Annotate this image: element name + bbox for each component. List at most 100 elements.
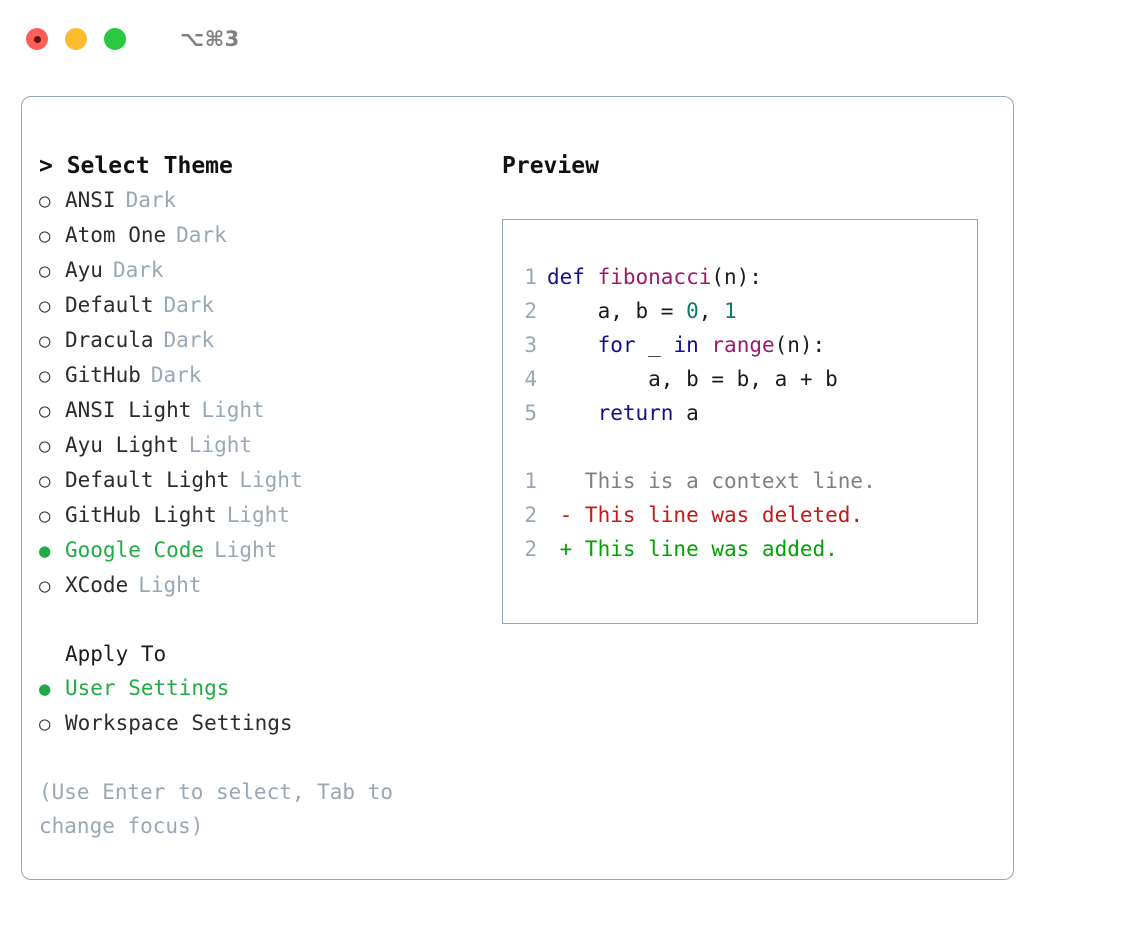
theme-option-label: XCode [65,573,129,597]
radio-unselected-icon: ○ [39,225,51,247]
theme-option[interactable]: ○ Default Light Light [39,463,492,498]
line-number: 5 [524,401,537,425]
theme-option-label: Ayu [65,258,103,282]
theme-option-variant-tag: Dark [125,188,177,212]
code-line: 2 a, b = 0, 1 [503,294,977,328]
code-token-pl: a, b = [547,299,687,323]
apply-to-option[interactable]: ● User Settings [39,671,492,706]
apply-to-heading: Apply To [65,642,167,666]
theme-option[interactable]: ○ Atom One Dark [39,218,492,253]
window-titlebar: ⌥⌘3 [0,0,1140,78]
theme-option-label: Default Light [65,468,230,492]
zoom-button[interactable] [104,28,126,50]
radio-unselected-icon: ○ [39,295,51,317]
radio-unselected-icon: ○ [39,470,51,492]
code-token-num: 1 [724,299,737,323]
keyboard-shortcut-label: ⌥⌘3 [180,27,240,51]
line-number: 2 [524,503,537,527]
code-token-pl [699,333,712,357]
radio-unselected-icon: ○ [39,365,51,387]
apply-to-option-label: Workspace Settings [65,711,293,735]
window-controls [26,28,126,50]
line-number: 2 [524,537,537,561]
code-token-pl: , [698,299,725,323]
diff-line: 2 - This line was deleted. [503,498,977,532]
theme-option-variant-tag: Light [214,538,278,562]
theme-option[interactable]: ○ XCode Light [39,568,492,603]
code-token-kw: return [597,401,674,425]
code-line: 1 def fibonacci(n): [503,260,977,294]
line-number: 1 [524,265,537,289]
preview-title: Preview [502,153,599,179]
radio-unselected-icon: ○ [39,400,51,422]
code-token-pl: (n): [711,265,762,289]
apply-to-option[interactable]: ○Workspace Settings [39,706,492,741]
radio-unselected-icon: ○ [39,190,51,212]
theme-option-variant-tag: Light [188,433,253,457]
theme-option-variant-tag: Dark [112,258,164,282]
theme-option[interactable]: ● Google Code Light [39,533,492,568]
code-line: 3 for _ in range(n): [503,328,977,362]
theme-option[interactable]: ○ Ayu Dark [39,253,492,288]
code-line: 4 a, b = b, a + b [503,362,977,396]
diff-line: 2 + This line was added. [503,532,977,566]
code-diff-spacer [503,430,977,464]
code-token-pl [547,333,598,357]
code-line-text: return a [547,396,699,430]
theme-option-label: GitHub Light [65,503,217,527]
apply-to-option-label: User Settings [65,676,230,700]
theme-option-variant-tag: Dark [176,223,227,247]
keyboard-hint-text: (Use Enter to select, Tab to change focu… [39,780,406,838]
code-token-pl: _ [635,333,674,357]
apply-to-section: Apply To ● User Settings ○Workspace Settin… [39,637,492,741]
code-token-fn: fibonacci [597,265,712,289]
theme-option-label: ANSI [65,188,116,212]
diff-line-text: - This line was deleted. [547,503,864,527]
code-token-fn: range [711,333,775,357]
code-token-pl: a, b = b, a + b [547,367,838,391]
theme-option-label: Google Code [65,538,205,562]
theme-option-variant-tag: Dark [163,293,215,317]
theme-option-variant-tag: Dark [163,328,215,352]
line-number: 3 [524,333,537,357]
radio-unselected-icon: ○ [39,575,51,597]
diff-line-text: This is a context line. [547,469,876,493]
code-line-text: a, b = b, a + b [547,362,838,396]
radio-selected-icon: ● [39,678,51,700]
theme-option[interactable]: ○ ANSI Dark [39,183,492,218]
code-token-kw: for [597,333,636,357]
code-line-text: def fibonacci(n): [547,260,762,294]
apply-to-option-list[interactable]: ● User Settings ○Workspace Settings [39,671,492,741]
code-token-kw: def [547,265,598,289]
code-token-pl: a [673,401,699,425]
code-token-pl [547,401,598,425]
theme-option-label: Atom One [65,223,167,247]
line-number: 2 [524,299,537,323]
close-button[interactable] [26,28,48,50]
theme-option-variant-tag: Light [138,573,202,597]
select-theme-prompt: > Select Theme [39,153,233,179]
line-number: 4 [524,367,537,391]
diff-line-text: + This line was added. [547,537,838,561]
theme-option-label: GitHub [65,363,141,387]
code-token-pl: (n): [774,333,826,357]
code-line-text: for _ in range(n): [547,328,826,362]
radio-unselected-icon: ○ [39,260,51,282]
radio-selected-icon: ● [39,540,51,562]
theme-option-variant-tag: Light [239,468,303,492]
radio-unselected-icon: ○ [39,505,51,527]
code-line-text: a, b = 0, 1 [547,294,737,328]
minimize-button[interactable] [65,28,87,50]
